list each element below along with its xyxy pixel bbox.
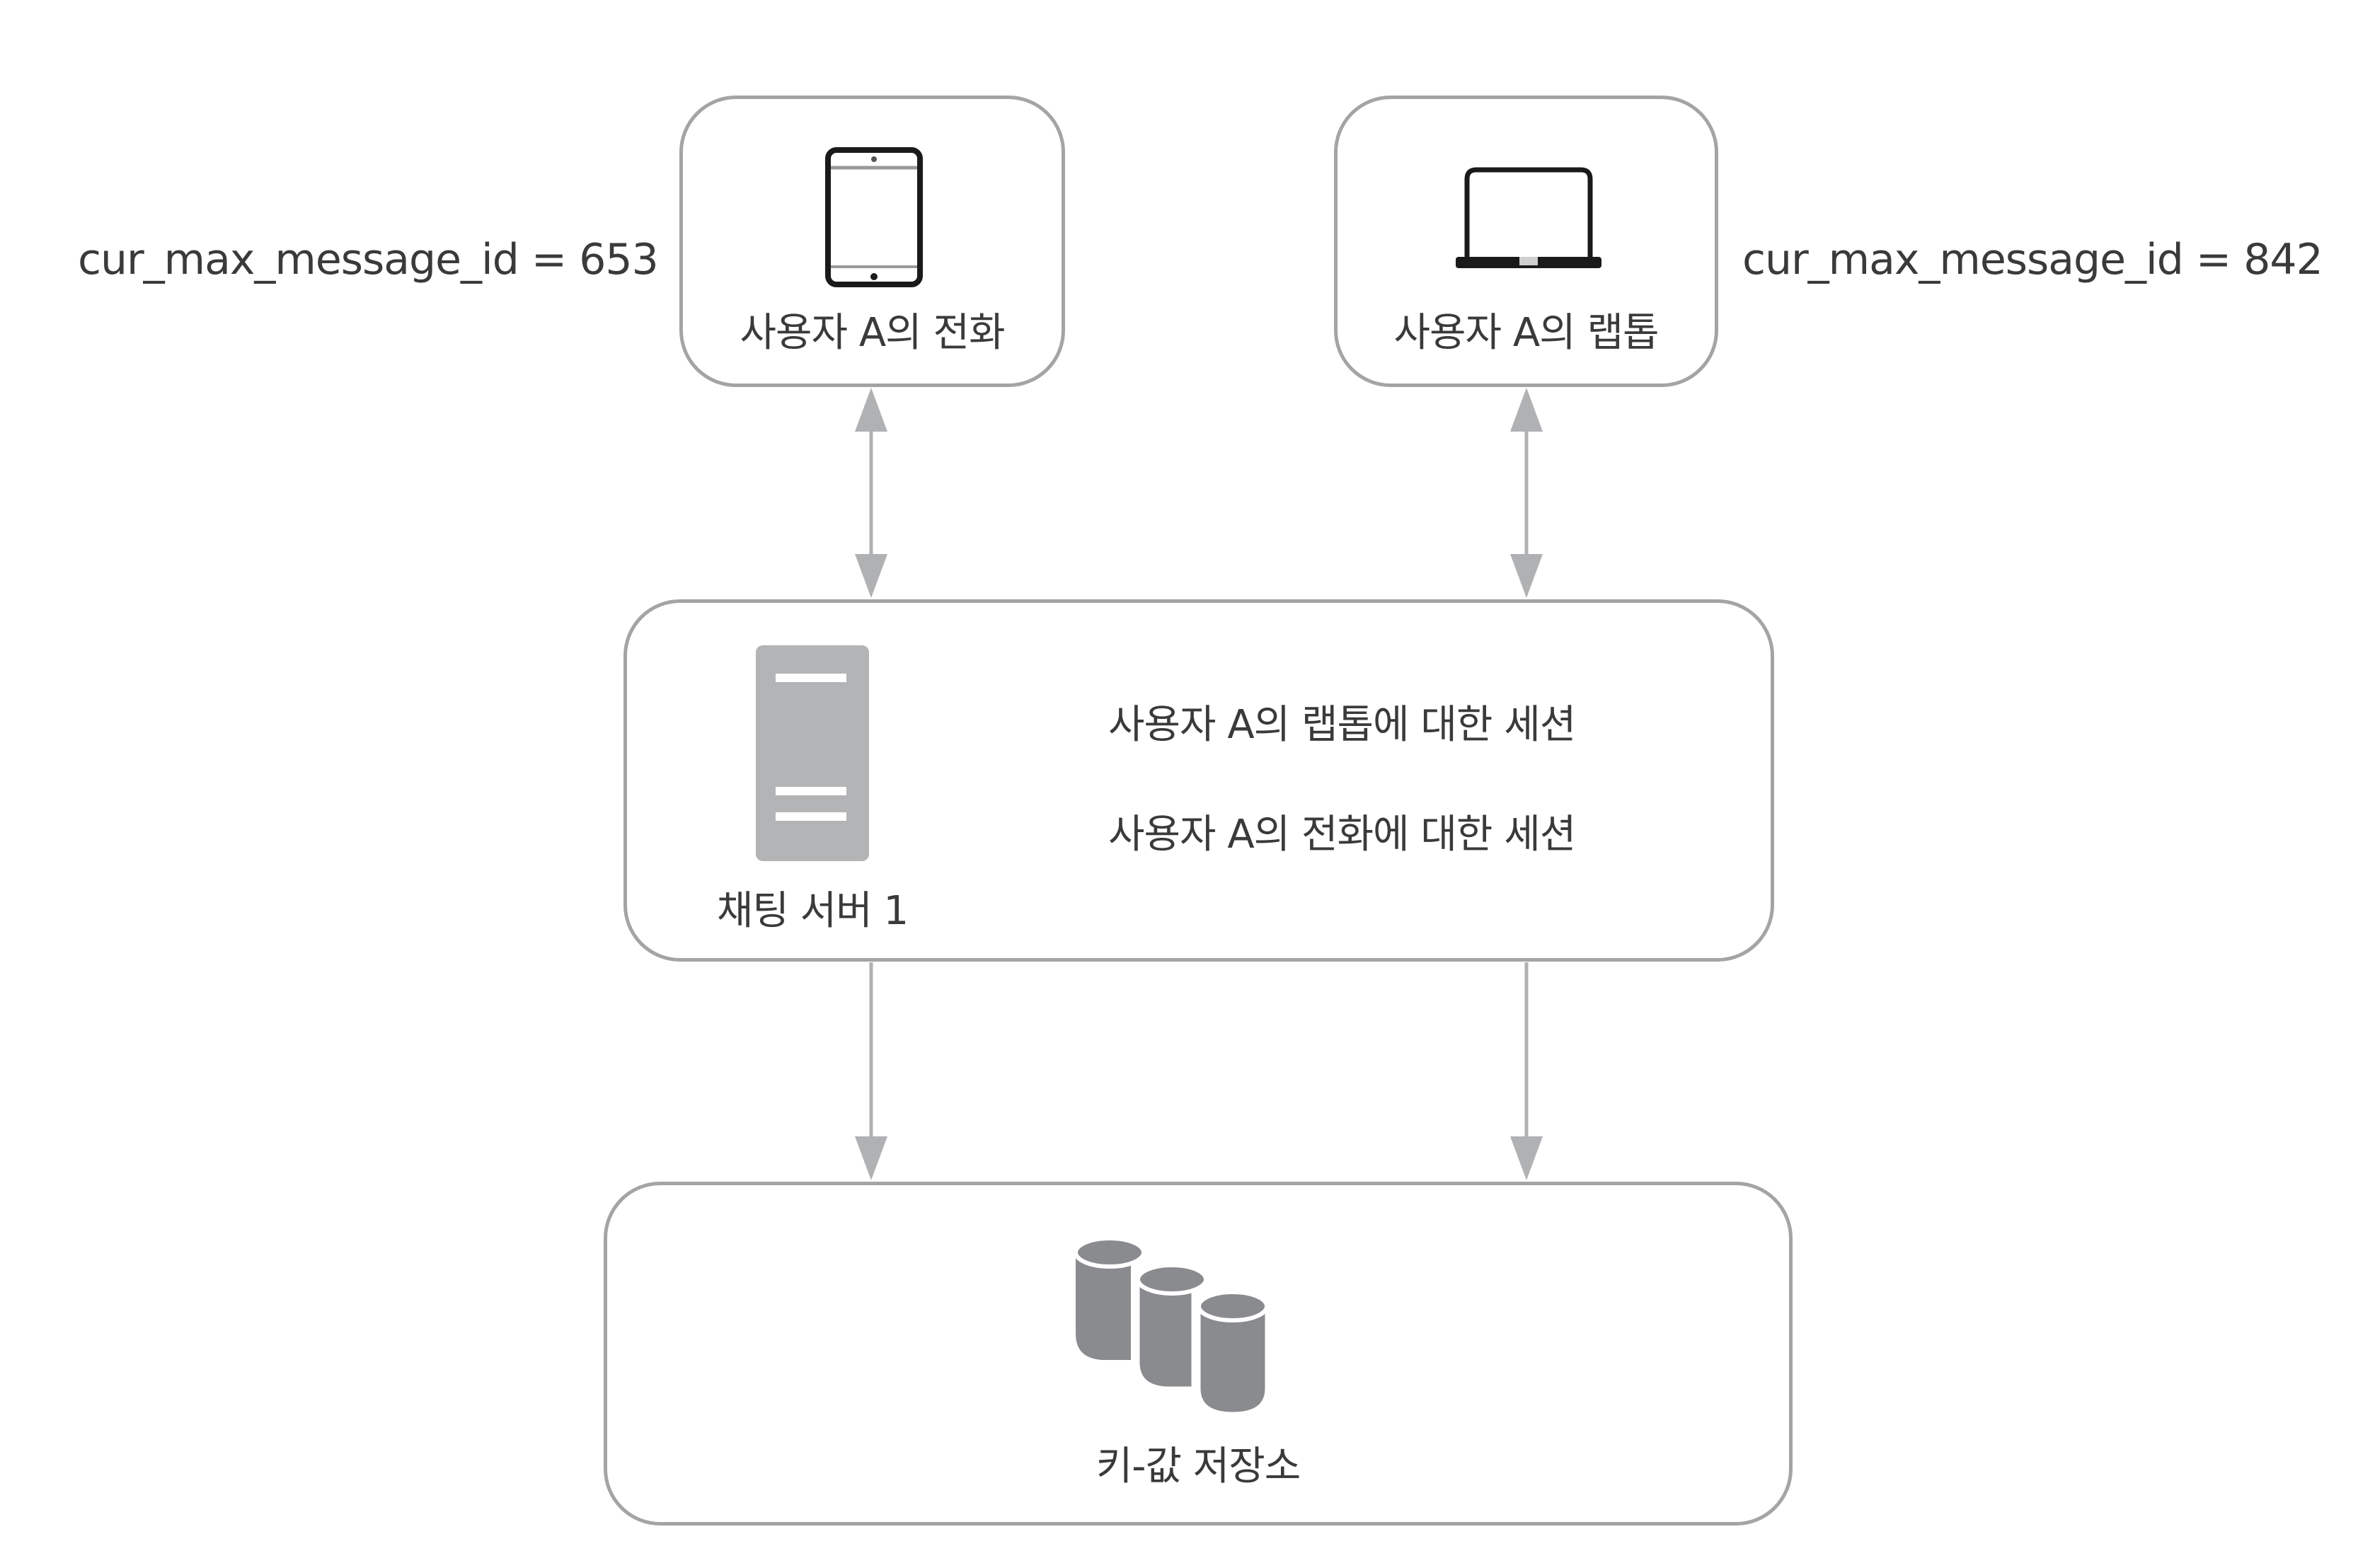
db-cylinder-2: [1136, 1263, 1208, 1390]
chat-server-label: 채팅 서버 1: [716, 888, 909, 934]
session-laptop: 사용자 A의 랩톱에 대한 세션: [1108, 702, 1576, 748]
db-cylinder-1: [1074, 1236, 1146, 1360]
arrow-server-kv-left: [855, 962, 887, 1180]
arrow-laptop-server: [1510, 388, 1543, 598]
arrow-phone-server: [855, 388, 887, 598]
kv-store-label: 키-값 저장소: [1095, 1443, 1301, 1489]
phone-label: 사용자 A의 전화: [740, 310, 1005, 356]
chat-server-node[interactable]: 채팅 서버 1 사용자 A의 랩톱에 대한 세션 사용자 A의 전화에 대한 세…: [623, 599, 1774, 962]
laptop-annotation: cur_max_message_id = 842: [1742, 235, 2323, 284]
laptop-node[interactable]: 사용자 A의 랩톱: [1334, 96, 1718, 387]
database-icon: [1074, 1236, 1269, 1415]
laptop-icon: [1456, 167, 1601, 268]
laptop-label: 사용자 A의 랩톱: [1393, 310, 1659, 356]
phone-annotation: cur_max_message_id = 653: [78, 235, 659, 284]
phone-icon: [825, 147, 923, 287]
phone-node[interactable]: 사용자 A의 전화: [679, 96, 1065, 387]
server-icon: [756, 645, 869, 861]
kv-store-node[interactable]: 키-값 저장소: [604, 1182, 1793, 1526]
db-cylinder-3: [1197, 1290, 1269, 1415]
arrow-server-kv-right: [1510, 962, 1543, 1180]
session-phone: 사용자 A의 전화에 대한 세션: [1108, 812, 1576, 858]
